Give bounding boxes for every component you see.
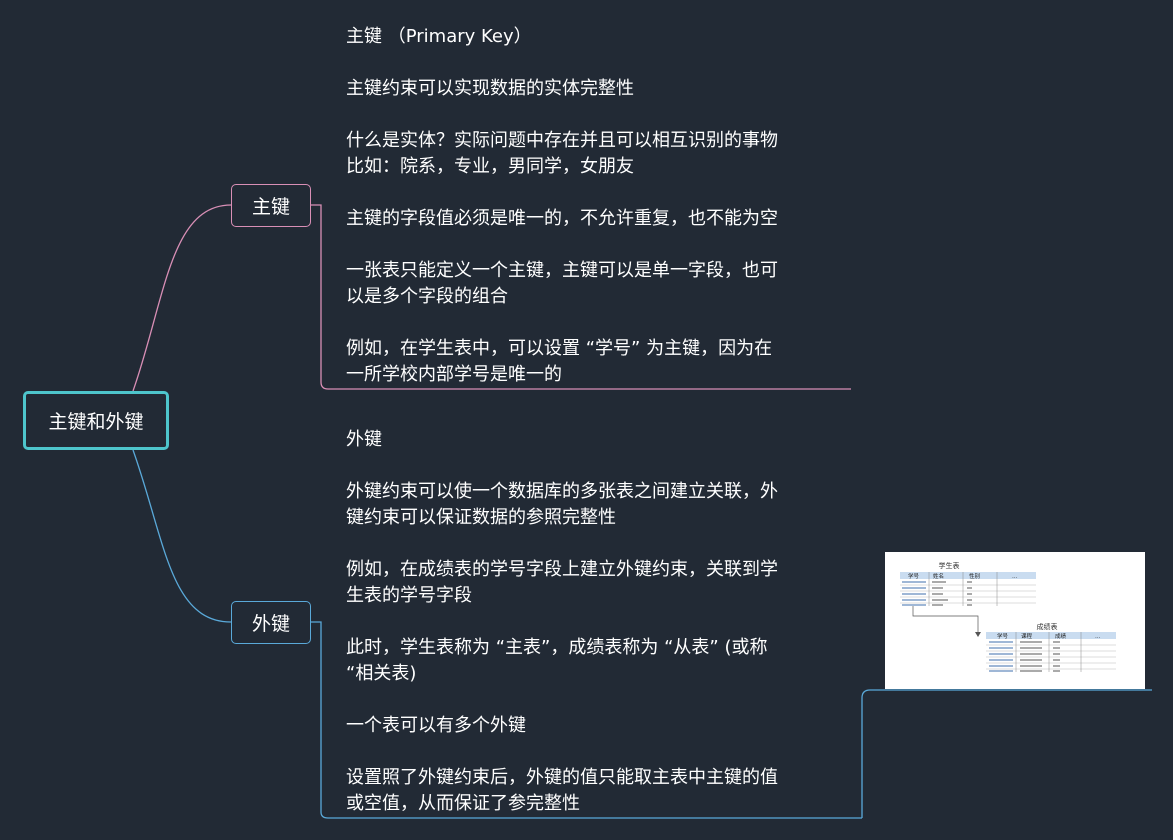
student-table-header-row bbox=[900, 572, 1036, 579]
pk-notes-bracket bbox=[311, 204, 851, 390]
score-header-cell: 课程 bbox=[1021, 632, 1033, 640]
pk-note-line: 比如：院系，专业，男同学，女朋友 bbox=[346, 156, 634, 177]
foreign-key-topic[interactable]: 外键 bbox=[231, 601, 311, 644]
score-table-header-row bbox=[986, 632, 1116, 639]
score-cell-placeholder bbox=[989, 670, 1013, 672]
fk-relationship-image[interactable]: 学生表 学号 姓名 性别 … bbox=[885, 552, 1145, 689]
fk-note-line: 键约束可以保证数据的参照完整性 bbox=[346, 507, 616, 528]
fk-note-line: 设置照了外键约束后，外键的值只能取主表中主键的值 bbox=[346, 767, 778, 788]
pk-note-line: 什么是实体？实际问题中存在并且可以相互识别的事物 bbox=[346, 130, 778, 151]
score-cell-placeholder bbox=[1020, 665, 1042, 667]
score-cell-placeholder bbox=[1053, 647, 1060, 649]
pk-note-line: 一所学校内部学号是唯一的 bbox=[346, 364, 562, 385]
fk-note-line: 外键约束可以使一个数据库的多张表之间建立关联，外 bbox=[346, 481, 778, 502]
student-cell-placeholder bbox=[967, 593, 972, 595]
primary-key-topic-label: 主键 bbox=[251, 196, 290, 218]
pk-note-line: 主键的字段值必须是唯一的，不允许重复，也不能为空 bbox=[346, 208, 778, 229]
fk-arrow-line bbox=[912, 606, 979, 636]
fk-note-line: 此时，学生表称为 “主表”，成绩表称为 “从表” (或称 bbox=[346, 637, 768, 658]
student-table: 学号 姓名 性别 … bbox=[900, 572, 1036, 606]
score-table-title: 成绩表 bbox=[1037, 622, 1058, 631]
score-cell-placeholder bbox=[1053, 665, 1060, 667]
foreign-key-topic-label: 外键 bbox=[251, 613, 290, 635]
fk-note-line: 或空值，从而保证了参完整性 bbox=[346, 793, 580, 814]
score-cell-placeholder bbox=[1053, 653, 1060, 655]
fk-note-title: 外键 bbox=[346, 429, 382, 450]
fk-note-line: “相关表) bbox=[346, 663, 417, 684]
pk-note-line: 例如，在学生表中，可以设置 “学号” 为主键，因为在 bbox=[346, 338, 773, 359]
fk-note-line: 一个表可以有多个外键 bbox=[346, 715, 526, 736]
pk-note-line: 以是多个字段的组合 bbox=[346, 286, 508, 307]
fk-note-line: 生表的学号字段 bbox=[346, 585, 472, 606]
student-cell-placeholder bbox=[967, 604, 972, 606]
student-header-cell: 学号 bbox=[908, 572, 920, 580]
student-table-title: 学生表 bbox=[939, 561, 960, 570]
fk-notes-bracket bbox=[311, 621, 862, 819]
pk-note-line: 主键约束可以实现数据的实体完整性 bbox=[346, 78, 634, 99]
root-topic[interactable]: 主键和外键 bbox=[23, 391, 169, 450]
student-cell-placeholder bbox=[967, 581, 972, 583]
student-header-cell: 性别 bbox=[969, 572, 980, 580]
student-cell-placeholder bbox=[932, 604, 943, 606]
student-cell-placeholder bbox=[932, 581, 946, 583]
score-cell-placeholder bbox=[989, 665, 1013, 667]
score-cell-placeholder bbox=[989, 647, 1013, 649]
fk-arrowhead bbox=[975, 632, 981, 637]
student-header-cell: … bbox=[1012, 574, 1018, 580]
score-cell-placeholder bbox=[989, 653, 1013, 655]
root-topic-label: 主键和外键 bbox=[48, 411, 144, 433]
student-cell-placeholder bbox=[967, 599, 972, 601]
fk-branch-line bbox=[132, 449, 232, 623]
student-cell-placeholder bbox=[932, 593, 943, 595]
score-cell-placeholder bbox=[989, 641, 1013, 643]
score-header-cell: 成绩 bbox=[1055, 632, 1067, 640]
score-cell-placeholder bbox=[989, 659, 1013, 661]
score-cell-placeholder bbox=[1020, 670, 1042, 672]
pk-note-title: 主键 （Primary Key） bbox=[346, 26, 532, 47]
score-cell-placeholder bbox=[1020, 647, 1042, 649]
fk-relationship-diagram: 学生表 学号 姓名 性别 … bbox=[900, 561, 1116, 672]
student-cell-placeholder bbox=[902, 599, 926, 601]
student-cell-placeholder bbox=[932, 587, 943, 589]
fk-note-line: 例如，在成绩表的学号字段上建立外键约束，关联到学 bbox=[346, 559, 778, 580]
student-cell-placeholder bbox=[967, 587, 972, 589]
fk-image-bracket bbox=[861, 689, 1152, 818]
student-cell-placeholder bbox=[902, 581, 926, 583]
pk-note-line: 一张表只能定义一个主键，主键可以是单一字段，也可 bbox=[346, 260, 778, 281]
student-cell-placeholder bbox=[902, 593, 926, 595]
score-cell-placeholder bbox=[1020, 641, 1042, 643]
student-header-cell: 姓名 bbox=[933, 572, 944, 580]
score-cell-placeholder bbox=[1053, 659, 1060, 661]
score-header-cell: … bbox=[1095, 634, 1101, 640]
student-cell-placeholder bbox=[902, 604, 926, 606]
score-header-cell: 学号 bbox=[997, 632, 1009, 640]
pk-branch-line bbox=[132, 204, 232, 392]
score-cell-placeholder bbox=[1020, 659, 1042, 661]
score-table: 学号 课程 成绩 … bbox=[986, 632, 1116, 672]
score-cell-placeholder bbox=[1020, 653, 1042, 655]
primary-key-topic[interactable]: 主键 bbox=[231, 184, 311, 227]
score-cell-placeholder bbox=[1053, 670, 1060, 672]
score-cell-placeholder bbox=[1053, 641, 1060, 643]
student-cell-placeholder bbox=[902, 587, 926, 589]
student-cell-placeholder bbox=[932, 599, 948, 601]
